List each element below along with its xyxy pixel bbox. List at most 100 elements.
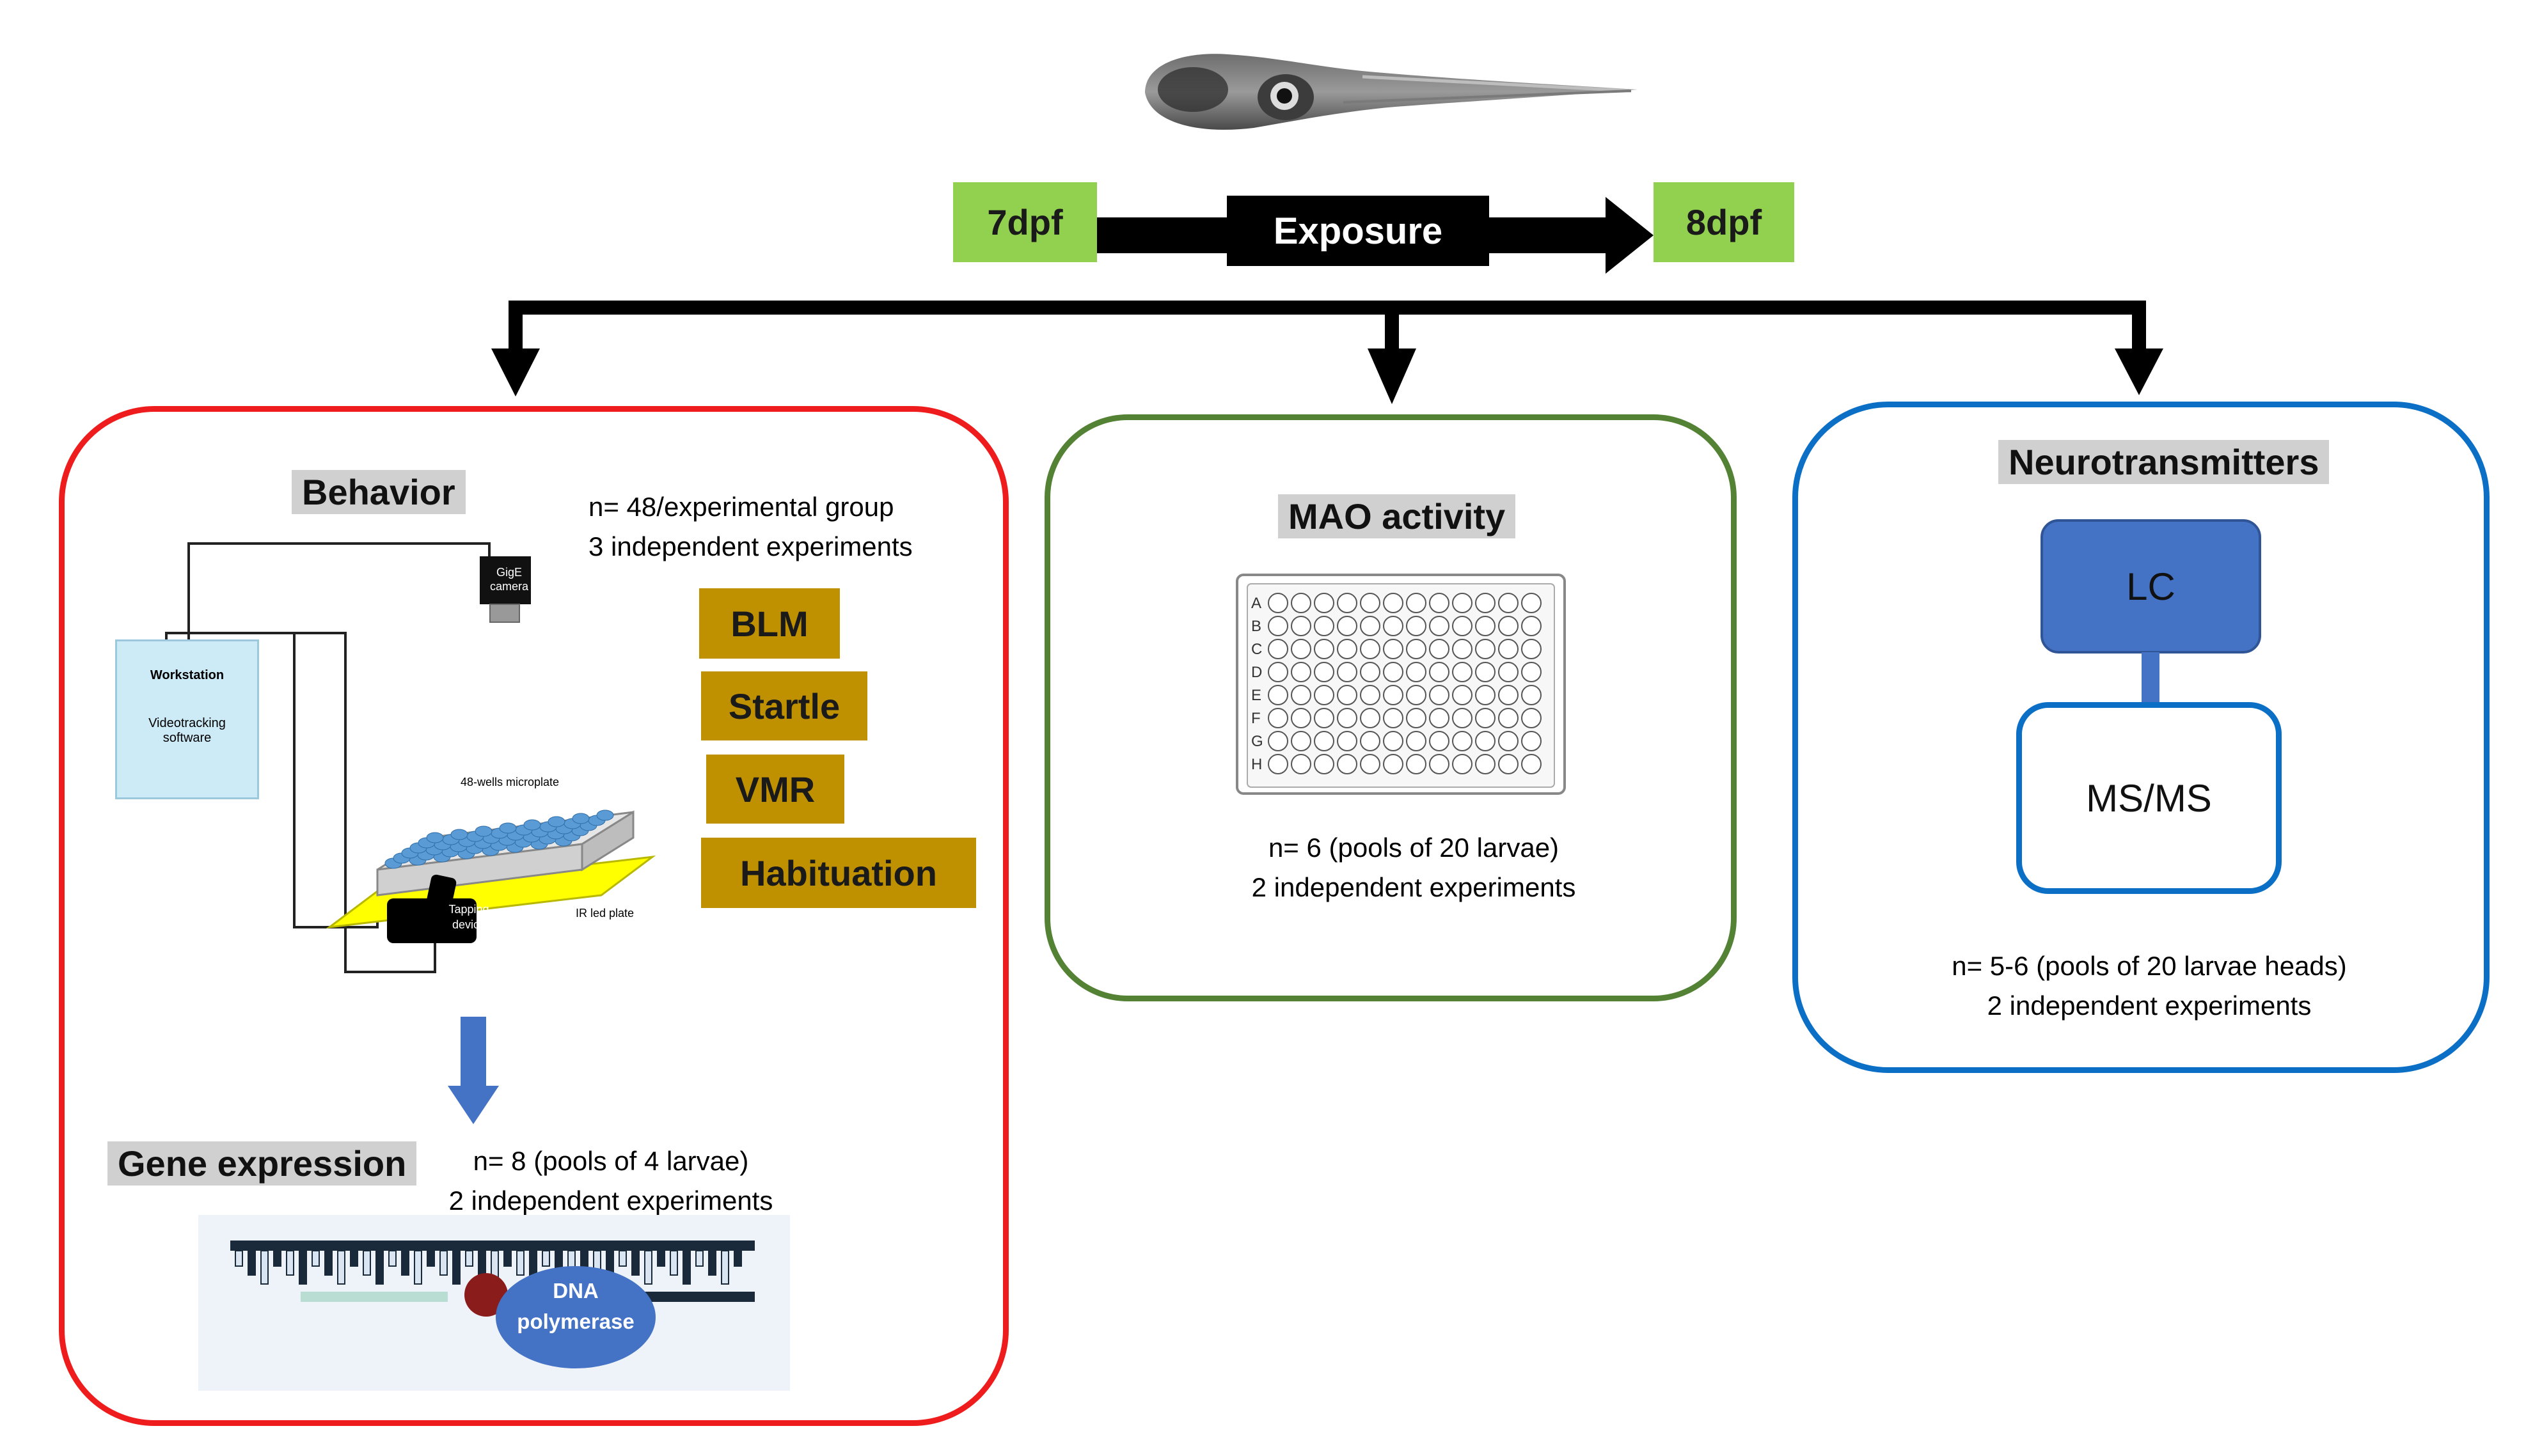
microplate-label: 48-wells microplate — [461, 776, 560, 788]
plate-well — [1314, 731, 1334, 751]
plate-well — [1452, 754, 1472, 774]
dna-rung — [683, 1250, 691, 1285]
plate-well — [1452, 616, 1472, 636]
plate-well — [1383, 662, 1403, 682]
plate-well — [1521, 685, 1542, 705]
plate-well — [1475, 685, 1496, 705]
dna-strand-icon — [230, 1241, 755, 1368]
workstation-box: Workstation Videotracking software — [115, 639, 259, 799]
plate-well — [1406, 708, 1426, 728]
plate-well — [1406, 593, 1426, 613]
microplate-well — [499, 822, 517, 834]
plate-well — [1383, 616, 1403, 636]
microplate-well — [548, 816, 565, 827]
plate-well — [1314, 593, 1334, 613]
plate-well — [1498, 593, 1519, 613]
plate-well — [1360, 754, 1380, 774]
polymerase-line2: polymerase — [517, 1310, 635, 1333]
behavior-title: Behavior — [292, 470, 466, 514]
plate-well — [1268, 639, 1288, 659]
plate-well — [1337, 685, 1357, 705]
plate-well — [1268, 685, 1288, 705]
plate-well — [1406, 685, 1426, 705]
microplate-well — [475, 826, 493, 837]
gene-expression-title: Gene expression — [107, 1141, 417, 1186]
plate-well — [1452, 593, 1472, 613]
dna-rung — [337, 1250, 345, 1285]
plate-well — [1452, 731, 1472, 751]
plate-well — [1337, 662, 1357, 682]
camera-label: GigE camera — [484, 565, 535, 593]
plate-well — [1406, 662, 1426, 682]
plate-row-label: E — [1251, 687, 1261, 704]
behavior-sample-size: n= 48/experimental group 3 independent e… — [588, 487, 913, 567]
plate-well — [1452, 685, 1472, 705]
plate-well — [1314, 685, 1334, 705]
dna-rung — [580, 1250, 588, 1267]
plate-row-label: F — [1251, 710, 1261, 727]
dna-rung — [312, 1250, 320, 1267]
dna-rung — [350, 1250, 358, 1267]
plate-well — [1475, 754, 1496, 774]
blue-down-arrow-icon — [448, 1017, 499, 1124]
dna-rung — [631, 1250, 640, 1276]
plate-well — [1268, 731, 1288, 751]
software-line1: Videotracking — [148, 716, 226, 730]
plate-well — [1498, 754, 1519, 774]
microplate-well — [523, 819, 541, 831]
plate-row-label: H — [1251, 756, 1262, 773]
plate-well — [1521, 708, 1542, 728]
plate-well — [1475, 731, 1496, 751]
mao-sample-size: n= 6 (pools of 20 larvae) 2 independent … — [1190, 828, 1638, 907]
dna-rung — [619, 1250, 627, 1267]
behavior-panel — [59, 406, 1009, 1426]
mao-n-line1: n= 6 (pools of 20 larvae) — [1268, 833, 1559, 863]
tapping-device-label: Tapping device — [430, 902, 507, 932]
plate-well — [1475, 662, 1496, 682]
dna-rung — [388, 1250, 397, 1267]
plate-well — [1452, 639, 1472, 659]
plate-well — [1498, 731, 1519, 751]
workstation-label: Workstation — [150, 668, 225, 682]
plate-well — [1314, 662, 1334, 682]
plate-well — [1452, 708, 1472, 728]
plate-well — [1429, 639, 1449, 659]
dna-rung — [516, 1250, 525, 1276]
neuro-n-line1: n= 5-6 (pools of 20 larvae heads) — [1952, 951, 2347, 981]
plate-well — [1291, 639, 1311, 659]
plate-well — [1498, 708, 1519, 728]
plate-well — [1429, 754, 1449, 774]
dna-rung — [695, 1250, 704, 1267]
plate-well — [1337, 754, 1357, 774]
dna-rung — [324, 1250, 333, 1276]
plate-well — [1360, 639, 1380, 659]
plate-well — [1314, 616, 1334, 636]
zebrafish-larva-icon — [1145, 54, 1638, 130]
lc-msms-connector — [2142, 652, 2159, 703]
plate-well — [1383, 685, 1403, 705]
plate-well — [1268, 593, 1288, 613]
dna-rung — [363, 1250, 371, 1276]
gene-n-line1: n= 8 (pools of 4 larvae) — [473, 1146, 749, 1176]
stage-8dpf: 8dpf — [1654, 182, 1794, 262]
plate-well — [1429, 685, 1449, 705]
dna-rung — [273, 1250, 281, 1267]
dna-rung — [721, 1250, 729, 1285]
plate-row-label: A — [1251, 595, 1261, 612]
gene-n-line2: 2 independent experiments — [448, 1186, 773, 1216]
dna-rung — [427, 1250, 435, 1267]
dna-rung — [644, 1250, 652, 1285]
plate-well — [1291, 685, 1311, 705]
plate-well — [1291, 754, 1311, 774]
plate-well — [1291, 708, 1311, 728]
tapping-line1: Tapping — [448, 903, 489, 916]
neurotransmitters-title: Neurotransmitters — [1998, 440, 2330, 484]
plate-well — [1337, 731, 1357, 751]
dna-rung — [248, 1250, 256, 1276]
plate-well — [1337, 616, 1357, 636]
dna-rung — [439, 1250, 448, 1276]
dna-rung — [286, 1250, 294, 1276]
plate-well — [1475, 639, 1496, 659]
plate-well — [1406, 639, 1426, 659]
